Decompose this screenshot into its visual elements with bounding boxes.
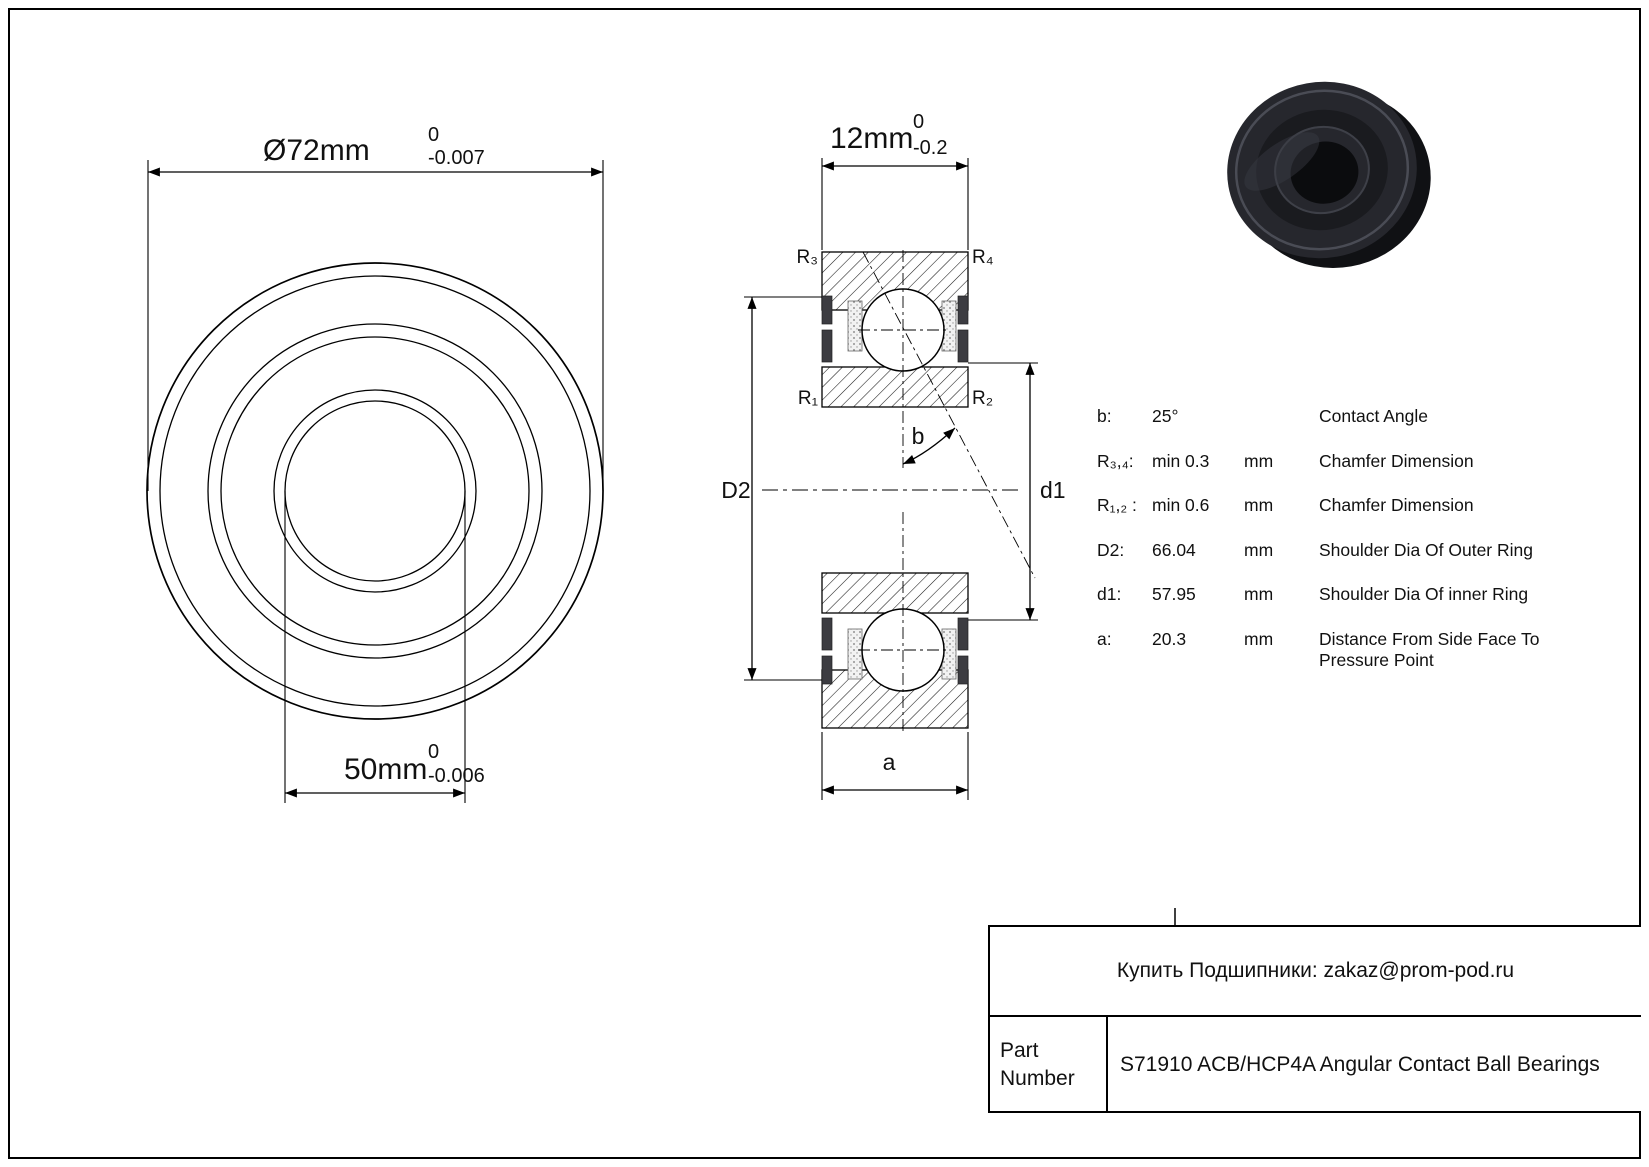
d2-dimension: D2 [721, 296, 822, 681]
spec-value: 20.3 [1152, 628, 1187, 649]
inner-ring-circle [273, 389, 477, 593]
spec-desc: Shoulder Dia Of Outer Ring [1319, 539, 1533, 560]
seal-bottom-right-upper [957, 617, 969, 651]
part-number-value: S71910 ACB/HCP4A Angular Contact Ball Be… [1120, 1053, 1600, 1076]
spec-param: d1: [1097, 584, 1122, 604]
title-block: Купить Подшипники: zakaz@prom-pod.ru Par… [988, 925, 1641, 1113]
outer-diameter-dimension: Ø72mm 0 -0.007 [147, 124, 604, 491]
d1-label: d1 [1040, 477, 1066, 503]
spec-row-chamfer-r12: R₁,₂ : min 0.6 mm Chamfer Dimension [1097, 495, 1637, 540]
spec-param: R₁,₂ : [1097, 495, 1137, 515]
contact-angle-dimension: b [902, 423, 956, 465]
raceway-inner-circle [220, 336, 530, 646]
spec-value: min 0.6 [1152, 495, 1210, 515]
spec-row-d1: d1: 57.95 mm Shoulder Dia Of inner Ring [1097, 584, 1637, 629]
spec-value: 25° [1152, 406, 1179, 426]
spec-desc: Chamfer Dimension [1319, 495, 1474, 515]
inner-ring-top-section [821, 366, 969, 408]
outer-diameter-tol-upper: 0 [428, 124, 439, 146]
spec-unit: mm [1244, 495, 1274, 515]
outer-ring-inner-circle [159, 275, 591, 707]
a-label: a [883, 749, 896, 775]
spec-table: b: 25° Contact Angle R₃,₄: min 0.3 mm Ch… [1097, 406, 1637, 673]
section-view: 12mm 0 -0.2 R₃ R₄ R₁ R₂ D2 d1 [721, 111, 1066, 800]
spec-value: min 0.3 [1152, 450, 1210, 471]
bore-diameter-dimension: 50mm 0 -0.006 [284, 491, 485, 803]
part-number-row: Part Number S71910 ACB/HCP4A Angular Con… [990, 1017, 1641, 1113]
spec-row-a: a: 20.3 mm Distance From Side Face To Pr… [1097, 629, 1637, 674]
cage-top-left [847, 300, 863, 352]
spec-unit: mm [1244, 628, 1274, 649]
outer-diameter-circle [146, 262, 604, 720]
seal-top-right-upper [957, 295, 969, 325]
outer-diameter-label: Ø72mm [263, 134, 370, 167]
a-dimension: a [821, 732, 969, 800]
chamfer-r2-label: R₂ [972, 388, 993, 409]
contact-text: Купить Подшипники: zakaz@prom-pod.ru [1116, 959, 1515, 982]
spec-row-chamfer-r34: R₃,₄: min 0.3 mm Chamfer Dimension [1097, 451, 1637, 496]
chamfer-r4-label: R₄ [972, 247, 994, 268]
spec-param: b: [1097, 406, 1112, 426]
chamfer-r1-label: R₁ [798, 388, 818, 409]
spec-value: 66.04 [1152, 539, 1196, 560]
contact-cell: Купить Подшипники: zakaz@prom-pod.ru [990, 927, 1641, 1017]
spec-desc: Shoulder Dia Of inner Ring [1319, 584, 1529, 604]
spec-desc: Contact Angle [1319, 406, 1428, 426]
d1-dimension: d1 [968, 362, 1066, 621]
width-dimension: 12mm 0 -0.2 [821, 111, 969, 250]
width-label: 12mm [830, 122, 913, 155]
spec-param: R₃,₄: [1097, 450, 1134, 471]
seal-top-right-lower [957, 329, 969, 363]
width-tol-lower: -0.2 [913, 137, 947, 159]
seal-top-left-upper [821, 295, 833, 325]
contact-angle-line [862, 251, 1036, 579]
bearing-photo-bore [1290, 141, 1359, 204]
spec-unit: mm [1244, 539, 1274, 560]
front-view: Ø72mm 0 -0.007 50mm 0 -0.006 [146, 124, 604, 803]
drawing-border [8, 8, 1641, 1159]
spec-unit: mm [1244, 584, 1274, 604]
spec-desc: Chamfer Dimension [1319, 450, 1474, 471]
seal-bottom-left-lower [821, 655, 833, 685]
bearing-photo [1227, 81, 1431, 268]
seal-top-left-lower [821, 329, 833, 363]
spec-row-contact-angle: b: 25° Contact Angle [1097, 406, 1637, 451]
outer-diameter-tol-lower: -0.007 [428, 147, 485, 169]
chamfer-r3-label: R₃ [797, 247, 818, 268]
bore-diameter-tol-upper: 0 [428, 741, 439, 763]
inner-ring-bottom-section [821, 572, 969, 614]
spec-row-d2: D2: 66.04 mm Shoulder Dia Of Outer Ring [1097, 540, 1637, 585]
spec-desc: Distance From Side Face To Pressure Poin… [1319, 628, 1540, 671]
bearing-photo-highlight [1244, 132, 1320, 191]
bore-circle [284, 400, 466, 582]
contact-angle-label: b [912, 423, 925, 449]
spec-unit: mm [1244, 450, 1274, 471]
cage-bottom-left [847, 628, 863, 680]
seal-bottom-left-upper [821, 617, 833, 651]
spec-value: 57.95 [1152, 584, 1196, 604]
spec-param: D2: [1097, 539, 1125, 560]
seal-bottom-right-lower [957, 655, 969, 685]
width-tol-upper: 0 [913, 111, 924, 133]
bore-diameter-label: 50mm [344, 753, 427, 786]
d2-label: D2 [721, 477, 750, 503]
spec-param: a: [1097, 628, 1112, 649]
part-number-label: Part Number [990, 1017, 1108, 1113]
bore-diameter-tol-lower: -0.006 [428, 765, 485, 787]
raceway-outer-circle [207, 323, 543, 659]
